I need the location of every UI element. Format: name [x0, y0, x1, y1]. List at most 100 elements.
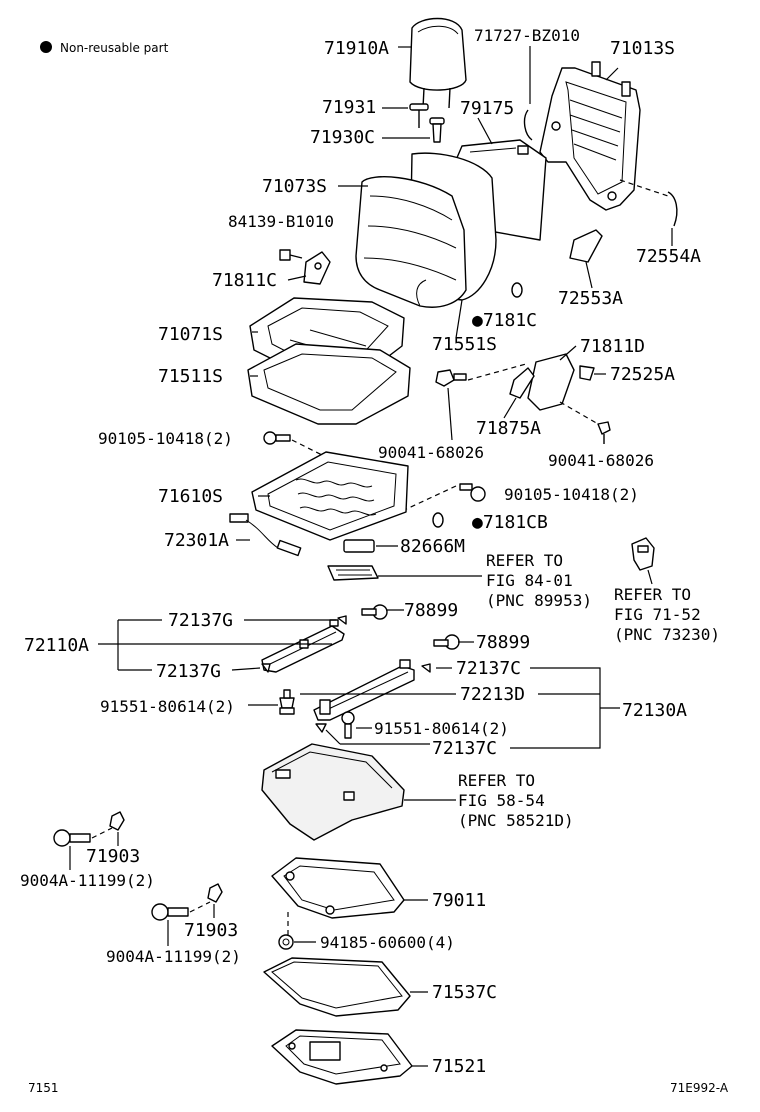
clip-72137g-b-icon	[261, 663, 271, 673]
cable-drawing	[229, 513, 302, 557]
rail-cover-drawing	[327, 565, 379, 581]
bracket-71903-b-icon	[207, 883, 223, 903]
nut-drawing	[278, 934, 294, 950]
bolt-9004a-a-drawing	[53, 829, 91, 847]
cover-cap-drawing	[569, 229, 603, 263]
label-71013S: 71013S	[610, 38, 675, 59]
label-7181C: ●7181C	[472, 310, 537, 331]
label-71727-BZ010: 71727-BZ010	[474, 26, 580, 45]
non-reusable-bullet-icon	[40, 41, 52, 53]
bolt-90041-drawing	[435, 369, 467, 387]
label-84139-B1010: 84139-B1010	[228, 212, 334, 231]
bottom-tray-drawing	[271, 857, 405, 919]
clip-72137c-a-icon	[421, 663, 431, 673]
svg-text:REFER TO: REFER TO	[614, 585, 691, 604]
svg-text:REFER TO: REFER TO	[458, 771, 535, 790]
refer-fig-84-01[interactable]: REFER TO FIG 84-01 (PNC 89953)	[486, 551, 592, 610]
connector-drawing	[343, 539, 375, 553]
label-72213D: 72213D	[460, 684, 525, 705]
seatback-frame-drawing	[539, 61, 641, 211]
screw-drawing	[279, 249, 303, 261]
label-71903-a: 71903	[86, 846, 140, 867]
label-71071S: 71071S	[158, 324, 223, 345]
footer-right-code: 71E992-A	[670, 1081, 729, 1095]
bolt-78899-a-drawing	[361, 604, 388, 620]
bottom-plate-drawing	[271, 1029, 413, 1085]
label-72301A: 72301A	[164, 530, 229, 551]
svg-text:FIG 71-52: FIG 71-52	[614, 605, 701, 624]
svg-text:REFER TO: REFER TO	[486, 551, 563, 570]
gasket-drawing	[263, 957, 411, 1017]
label-71910A: 71910A	[324, 38, 389, 59]
label-71903-b: 71903	[184, 920, 238, 941]
label-72110A: 72110A	[24, 635, 89, 656]
label-72553A: 72553A	[558, 288, 623, 309]
bolt-90041-b-drawing	[597, 421, 611, 444]
label-79175: 79175	[460, 98, 514, 119]
label-9004A-11199-a: 9004A-11199(2)	[20, 871, 155, 890]
seatback-cushion-drawing	[355, 152, 497, 308]
label-72137G-a: 72137G	[168, 610, 233, 631]
clip-72137g-a-icon	[337, 615, 347, 625]
svg-text:FIG 58-54: FIG 58-54	[458, 791, 545, 810]
label-72137C-a: 72137C	[456, 658, 521, 679]
bolt-90105-a-drawing	[263, 431, 291, 445]
headrest-guides-drawing	[409, 103, 445, 143]
label-90041-68026-b: 90041-68026	[548, 451, 654, 470]
seat-belt-buckle-drawing	[631, 537, 655, 571]
label-71511S: 71511S	[158, 366, 223, 387]
label-90041-68026-a: 90041-68026	[378, 443, 484, 462]
refer-fig-71-52[interactable]: REFER TO FIG 71-52 (PNC 73230)	[614, 585, 720, 644]
label-71521: 71521	[432, 1056, 486, 1077]
label-71073S: 71073S	[262, 176, 327, 197]
label-7181CB: ●7181CB	[472, 512, 548, 533]
label-71930C: 71930C	[310, 127, 375, 148]
label-72137G-b: 72137G	[156, 661, 221, 682]
label-78899-a: 78899	[404, 600, 458, 621]
label-71875A: 71875A	[476, 418, 541, 439]
label-71537C: 71537C	[432, 982, 497, 1003]
clip-72137c-b-icon	[315, 723, 327, 733]
seat-adjuster-left-drawing	[261, 619, 345, 673]
bolt-91551-a-drawing	[279, 689, 295, 715]
refer-fig-58-54[interactable]: REFER TO FIG 58-54 (PNC 58521D)	[458, 771, 574, 830]
label-72554A: 72554A	[636, 246, 701, 267]
seat-pan-drawing	[261, 743, 405, 841]
label-71610S: 71610S	[158, 486, 223, 507]
label-72130A: 72130A	[622, 700, 687, 721]
ring-drawing	[511, 282, 523, 298]
label-78899-b: 78899	[476, 632, 530, 653]
legend-text: Non-reusable part	[60, 41, 169, 55]
label-90105-10418-b: 90105-10418(2)	[504, 485, 639, 504]
bolt-90105-b-drawing	[459, 483, 486, 502]
label-9004A-11199-b: 9004A-11199(2)	[106, 947, 241, 966]
hook-drawing	[667, 191, 678, 227]
side-cover-drawing	[509, 353, 595, 411]
svg-text:FIG 84-01: FIG 84-01	[486, 571, 573, 590]
label-72137C-b: 72137C	[432, 738, 497, 759]
svg-text:(PNC 73230): (PNC 73230)	[614, 625, 720, 644]
label-94185-60600: 94185-60600(4)	[320, 933, 455, 952]
seat-frame-drawing	[251, 451, 409, 541]
label-90105-10418-a: 90105-10418(2)	[98, 429, 233, 448]
label-71551S: 71551S	[432, 334, 497, 355]
label-71931: 71931	[322, 97, 376, 118]
clip-drawing	[523, 109, 533, 141]
seat-cushion-drawing	[247, 297, 411, 425]
bolt-91551-b-drawing	[341, 711, 355, 739]
label-72525A: 72525A	[610, 364, 675, 385]
label-91551-80614-a: 91551-80614(2)	[100, 697, 235, 716]
label-79011: 79011	[432, 890, 486, 911]
svg-text:(PNC 58521D): (PNC 58521D)	[458, 811, 574, 830]
headrest-drawing	[409, 17, 467, 109]
label-71811D: 71811D	[580, 336, 645, 357]
label-82666M: 82666M	[400, 536, 465, 557]
ring-cb-drawing	[432, 512, 444, 528]
footer-left-code: 7151	[28, 1081, 59, 1095]
seat-adjuster-right-drawing	[313, 659, 415, 721]
bracket-71903-a-icon	[109, 811, 125, 831]
bolt-9004a-b-drawing	[151, 903, 189, 921]
label-91551-80614-b: 91551-80614(2)	[374, 719, 509, 738]
bolt-78899-b-drawing	[433, 634, 460, 650]
